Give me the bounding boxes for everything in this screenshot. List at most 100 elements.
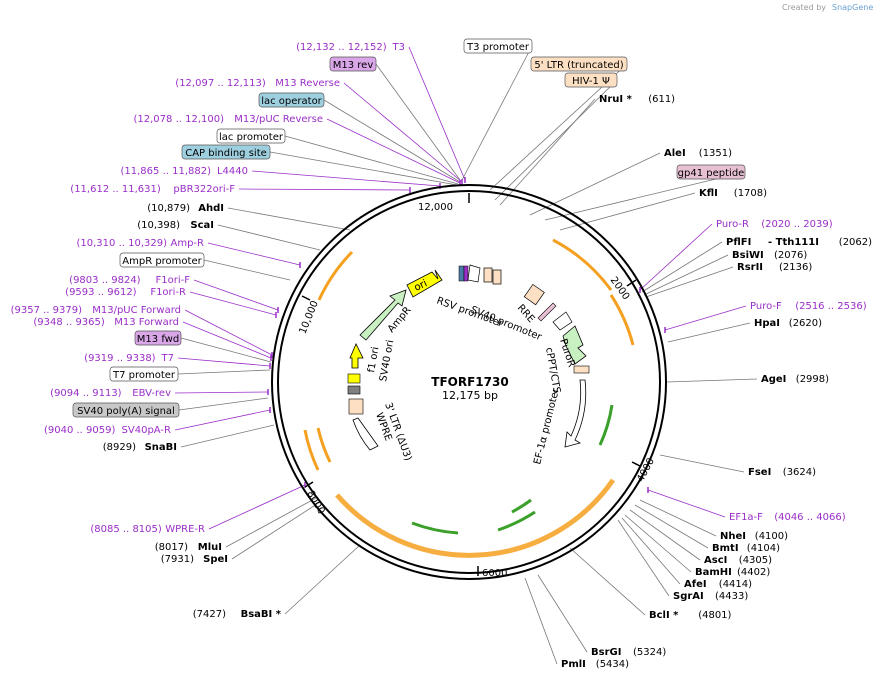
orange-arc-ampr [317, 250, 354, 301]
nrui-label: NruI * [599, 94, 633, 105]
wpre-r-range: (8085 .. 8105) [90, 524, 162, 535]
rsv-arrow [467, 264, 481, 283]
wpre-r-leader [208, 484, 306, 530]
label-ampr-promoter: AmpR promoter [119, 252, 205, 268]
m13-fwd-leader [180, 337, 272, 363]
rsrii-position: (2136) [779, 262, 812, 273]
label-bamhi: BamHI(4402) [695, 567, 770, 578]
agei-leader [666, 378, 758, 383]
wpre-arrow [352, 417, 379, 451]
tick-marks [301, 193, 641, 576]
snabi-label: SnaBI [145, 442, 177, 453]
m13-forward-label: M13 Forward [114, 317, 179, 328]
bmti-leader [634, 504, 709, 549]
backbone-outer-ring [271, 184, 667, 580]
orange-arc-left-2 [316, 427, 332, 463]
t3-promoter-label: T3 promoter [466, 42, 530, 53]
puro-f-range: (2516 .. 2536) [795, 301, 867, 312]
alei-position: (1351) [699, 148, 732, 159]
label-hpai: HpaI (2620) [754, 318, 822, 329]
lac-operator-label: lac operator [261, 96, 322, 107]
label-rsrii: RsrII(2136) [737, 262, 812, 273]
pmli-position: (5434) [596, 659, 629, 670]
fsei-leader [659, 454, 745, 473]
fsei-position: (3624) [783, 467, 816, 478]
m13-forward-range: (9348 .. 9365) [33, 317, 105, 328]
ebv-rev-range: (9094 .. 9113) [50, 388, 122, 399]
label-alei: AleI(1351) [664, 148, 732, 159]
sgrai-position: (4433) [715, 591, 748, 602]
bcli-leader [569, 547, 646, 616]
bsiwi-label: BsiWI [732, 250, 764, 261]
spei-label: SpeI [203, 554, 228, 565]
label-m13-reverse: M13 Reverse(12,097 .. 12,113) [175, 78, 340, 89]
tick-10000 [301, 295, 311, 301]
sv40-ori-block [347, 373, 361, 384]
f1ori-f-leader [193, 279, 279, 311]
bamhi-position: (4402) [737, 567, 770, 578]
sv40-poly-a-signal-box [72, 402, 180, 418]
ampr-promoter-box [119, 252, 205, 268]
pbr322ori-f-leader [238, 188, 411, 191]
leader-lines [174, 45, 758, 665]
label-sv40pa-r: SV40pA-R(9040 .. 9059) [44, 425, 171, 436]
ef1a-promoter-arrow [564, 379, 587, 448]
inner-label-cppt: cPPT/CTS [543, 347, 562, 395]
green-arc-1 [411, 521, 459, 535]
kfli-position: (1708) [734, 188, 767, 199]
t3-range: (12,132 .. 12,152) [296, 42, 387, 53]
ltr-block [348, 398, 364, 415]
inner-label-sv40-ori: SV40 ori [378, 339, 396, 382]
label-ebv-rev: EBV-rev (9094 .. 9113) [50, 388, 171, 399]
snapgene-brand: SnapGene [832, 3, 873, 12]
t3-leader [408, 46, 466, 181]
bsrgi-leader [537, 574, 588, 653]
f1ori-r-leader [189, 291, 277, 316]
rsrii-leader [645, 266, 734, 298]
fsei-label: FseI [748, 467, 771, 478]
5-ltr-truncated-box [530, 56, 628, 72]
cap-binding-site-box [181, 144, 271, 160]
sgrai-label: SgrAI [673, 591, 704, 602]
wpre-r-label: WPRE-R [165, 524, 205, 535]
label-t7: T7(9319 .. 9338) [84, 353, 174, 364]
m13-puc-reverse-label: M13/pUC Reverse [234, 114, 323, 125]
pmli-leader [524, 577, 558, 665]
t7-promoter-leader [177, 369, 271, 375]
t3-promoter-leader [461, 45, 533, 181]
puro-r-leader [639, 223, 713, 291]
hpai-leader [667, 322, 751, 343]
tick-label-12000: 12,000 [418, 202, 453, 213]
nrui-position: (611) [648, 94, 675, 105]
label-cap-binding-site: CAP binding site [181, 144, 271, 160]
sv40-poly-a-signal-leader [178, 397, 269, 411]
snabi-leader [180, 424, 275, 448]
puror-arrow [562, 325, 587, 365]
orange-arc-2 [609, 294, 635, 346]
ebv-rev-label: EBV-rev [132, 388, 171, 399]
plasmid-name: TFORF1730 [431, 375, 508, 389]
ampr-promoter-leader [203, 259, 291, 281]
amp-r-label: Amp-R [171, 238, 205, 249]
ori-arrow [406, 269, 443, 298]
created-by-text: Created by [782, 3, 826, 12]
puro-r-label: Puro-R [716, 219, 749, 230]
inner-feature-glyphs [347, 264, 590, 451]
label-m13-rev: M13 rev [329, 56, 377, 72]
label-hiv-1: HIV-1 Ψ [564, 72, 618, 88]
tick-4000 [631, 461, 641, 467]
bsiwi-leader [643, 254, 729, 296]
hpai-label: HpaI [754, 318, 780, 329]
m13-puc-forward-label: M13/pUC Forward [92, 305, 181, 316]
m13-puc-forward-leader [184, 309, 273, 356]
pflfi-leader [641, 241, 723, 293]
hpai-position: (2620) [789, 318, 822, 329]
label-puro-r: Puro-R(2020 .. 2039) [716, 219, 833, 230]
f1ori-f-label: F1ori-F [156, 275, 191, 286]
feature-strip-1 [458, 265, 465, 282]
t7-leader [177, 357, 271, 367]
feature-strip-2 [463, 265, 469, 282]
pflfi-label: PflFI [726, 237, 751, 248]
inner-label-ef1a-promoter: EF-1α promoter [532, 386, 562, 465]
afei-position: (4414) [719, 579, 752, 590]
